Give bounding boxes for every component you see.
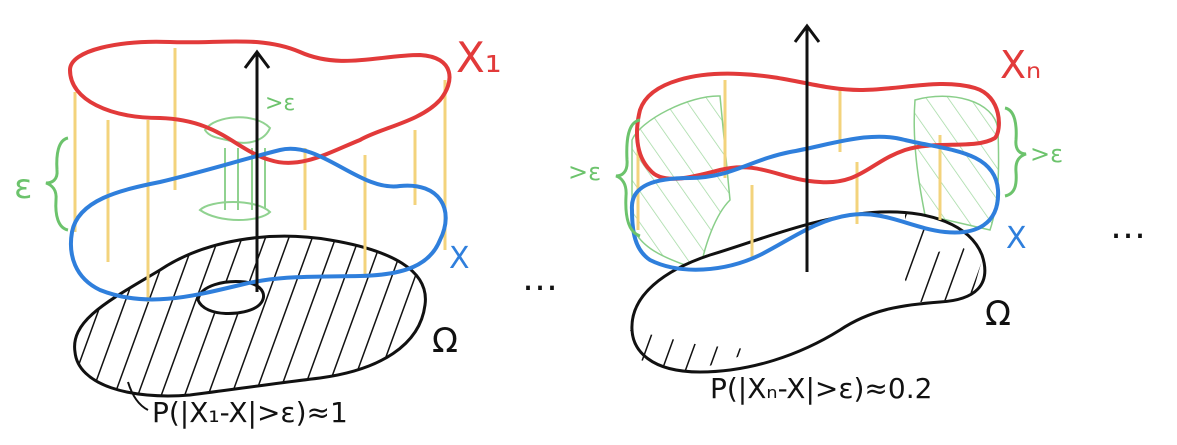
- right-gt-eps-right-label: >ε: [1030, 140, 1063, 168]
- left-caption-pointer: [127, 381, 149, 411]
- left-caption: P(|X₁-X|>ε)≈1: [152, 396, 348, 429]
- left-omega-region: [73, 234, 427, 398]
- left-omega-label: Ω: [432, 321, 458, 361]
- right-xn-label: Xₙ: [1000, 43, 1041, 87]
- left-x-label: X: [449, 241, 470, 276]
- right-xn-curve: [635, 71, 1001, 185]
- left-arrow: [243, 49, 271, 292]
- right-gt-eps-left-label: >ε: [568, 158, 601, 186]
- left-x-curve: [69, 146, 448, 302]
- right-x-label: X: [1006, 221, 1027, 256]
- right-arrow: [793, 23, 821, 272]
- right-left-brace: [615, 118, 641, 238]
- right-right-brace: [1004, 106, 1027, 198]
- right-x-curve: [629, 134, 1001, 272]
- left-x1-curve: [67, 39, 452, 165]
- right-omega-region: [630, 210, 987, 374]
- left-eps-brace: [45, 136, 69, 232]
- left-gt-eps-label: >ε: [265, 91, 295, 116]
- right-omega-label: Ω: [985, 294, 1011, 334]
- left-panel: ε >ε X₁ X Ω P(|X₁-X|>ε)≈1: [14, 33, 502, 429]
- right-green-left-region: [631, 95, 731, 271]
- middle-dots: …: [522, 258, 558, 299]
- far-right-dots: …: [1110, 206, 1146, 247]
- right-panel: >ε >ε Xₙ X Ω P(|Xₙ-X|>ε)≈0.2: [568, 23, 1063, 405]
- right-caption: P(|Xₙ-X|>ε)≈0.2: [710, 372, 932, 405]
- left-eps-label: ε: [14, 167, 32, 207]
- left-x1-label: X₁: [456, 33, 502, 82]
